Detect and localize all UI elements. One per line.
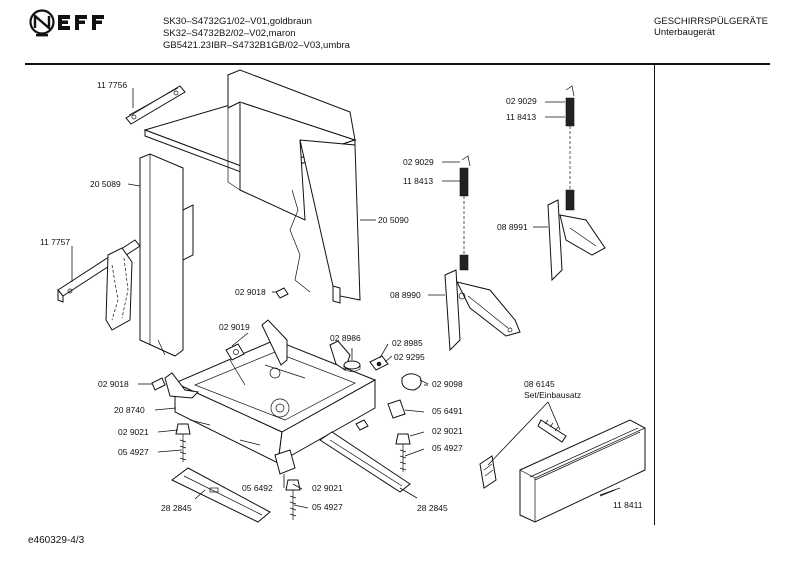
rail-part-117757 (57, 239, 141, 331)
foot-part-middle-029021 (285, 479, 301, 520)
label-205089: 20 5089 (90, 179, 121, 189)
foot-part-right-029021 (395, 433, 411, 472)
rear-panel-205090 (227, 69, 361, 304)
front-trim-part-118411 (519, 419, 646, 523)
drawing-code: e460329-4/3 (28, 535, 85, 546)
clip-part-029018b (151, 377, 166, 391)
label-029029-left: 02 9029 (403, 157, 434, 167)
label-029018-left: 02 9018 (98, 379, 129, 389)
label-029029-right: 02 9029 (506, 96, 537, 106)
category-line-1: GESCHIRRSPÜLGERÄTE (654, 16, 769, 27)
valve-part-028985 (369, 355, 389, 371)
label-029018-top: 02 9018 (235, 287, 266, 297)
clip-part-029295 (355, 419, 369, 431)
label-118413-right: 11 8413 (506, 112, 536, 122)
label-118411: 11 8411 (613, 500, 643, 510)
bracket-part-056491 (387, 399, 406, 419)
label-028985: 02 8985 (392, 338, 423, 348)
label-282845-right: 28 2845 (417, 503, 448, 513)
label-086145: 08 6145 (524, 379, 555, 389)
frame-divider (654, 63, 656, 525)
label-054927-middle: 05 4927 (312, 502, 343, 512)
clip-part-029018a (275, 287, 289, 299)
label-056491: 05 6491 (432, 406, 463, 416)
rail-part-282845-right (319, 431, 411, 493)
hinge-part-088991 (547, 199, 606, 282)
label-054927-right: 05 4927 (432, 443, 463, 453)
label-set-einbausatz: Set/Einbausatz (524, 390, 581, 400)
label-029295: 02 9295 (394, 352, 425, 362)
label-029019: 02 9019 (219, 322, 250, 332)
spring-hook-029029-right (565, 85, 575, 211)
label-029021-left: 02 9021 (118, 427, 149, 437)
hinge-part-088990 (444, 269, 521, 352)
label-205090: 20 5090 (378, 215, 409, 225)
label-117756: 11 7756 (97, 80, 127, 90)
set-part-086145 (479, 419, 567, 489)
label-029021-right: 02 9021 (432, 426, 463, 436)
label-056492: 05 6492 (242, 483, 273, 493)
label-282845-left: 28 2845 (161, 503, 192, 513)
category-line-2: Unterbaugerät (654, 27, 715, 38)
model-line-2: SK32–S4732B2/02–V02,maron (163, 28, 296, 39)
model-line-1: SK30–S4732G1/02–V01,goldbraun (163, 16, 312, 27)
label-118413-left: 11 8413 (403, 176, 433, 186)
bracket-part-056492 (274, 449, 296, 475)
model-line-3: GB5421.23IBR–S4732B1GB/02–V03,umbra (163, 40, 350, 51)
label-117757: 11 7757 (40, 237, 70, 247)
hose-part-029098 (401, 373, 429, 391)
label-088991: 08 8991 (497, 222, 528, 232)
rail-part-282845-left (171, 467, 271, 523)
foot-part-left-029021 (175, 423, 191, 462)
base-tub-208740 (164, 319, 377, 464)
rail-part-117756 (125, 85, 186, 125)
label-088990: 08 8990 (390, 290, 421, 300)
frame-top-rule (25, 63, 770, 65)
label-029021-middle: 02 9021 (312, 483, 343, 493)
label-208740: 20 8740 (114, 405, 145, 415)
label-029098: 02 9098 (432, 379, 463, 389)
clip-part-029019 (225, 343, 245, 361)
spring-hook-029029-left (459, 155, 471, 271)
logo-circle (29, 9, 55, 35)
logo-underline (36, 34, 48, 37)
side-panel-205089 (139, 153, 194, 357)
neff-logo (29, 9, 104, 37)
logo-n-mark (33, 13, 51, 31)
cap-part-028986 (343, 360, 361, 372)
label-028986: 02 8986 (330, 333, 361, 343)
label-054927-left: 05 4927 (118, 447, 149, 457)
